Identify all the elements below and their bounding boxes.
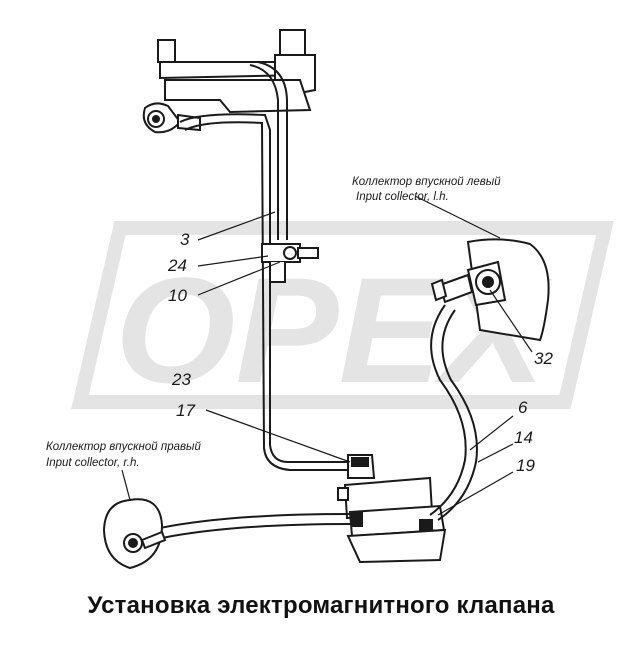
callout-19: 19 [516, 456, 535, 475]
hose-14 [429, 304, 478, 521]
solenoid-valve [337, 476, 447, 564]
callout-17: 17 [176, 401, 195, 420]
callout-24: 24 [168, 256, 187, 275]
note-right-manifold-ru: Коллектор впускной правый [46, 441, 201, 453]
figure-caption: Установка электромагнитного клапана [87, 592, 555, 619]
note-left-manifold-en: Input collector, l.h. [356, 191, 449, 203]
callout-14: 14 [514, 428, 533, 447]
leader-lines [121, 195, 533, 516]
upper-bracket-assembly [142, 29, 316, 134]
hose-right-manifold [159, 513, 353, 539]
note-right-manifold-en: Input collector, r.h. [46, 457, 140, 469]
callout-6: 6 [518, 398, 528, 417]
connector-17 [347, 454, 376, 479]
callout-3: 3 [180, 230, 190, 249]
note-left-manifold-ru: Коллектор впускной левый [352, 176, 501, 188]
clamp-24 [261, 243, 319, 283]
tube-3 [179, 61, 350, 471]
right-manifold-flange [102, 498, 167, 570]
callout-23: 23 [172, 370, 191, 389]
callout-10: 10 [168, 286, 187, 305]
left-manifold [430, 238, 550, 342]
callout-32: 32 [534, 349, 553, 368]
